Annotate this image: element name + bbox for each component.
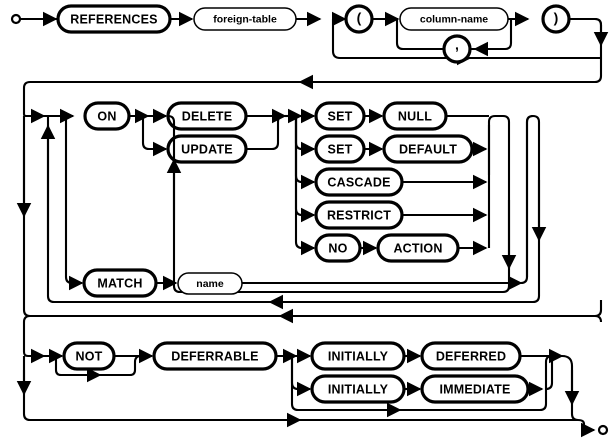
- line-match-collector-wrap: [54, 114, 541, 304]
- node-match-label: MATCH: [97, 276, 142, 290]
- line-row3-full-bypass: [22, 356, 578, 422]
- line-row2-exit-left: [22, 314, 31, 340]
- node-initially2-label: INITIALLY: [328, 382, 389, 396]
- node-comma-label: ,: [455, 37, 459, 53]
- node-action-label: ACTION: [393, 241, 442, 255]
- line-row3-collector-b: [539, 354, 553, 412]
- node-null-label: NULL: [398, 109, 432, 123]
- line-row2-entry: [22, 106, 46, 124]
- line-fork-initially2: [290, 356, 312, 397]
- node-deferred-label: DEFERRED: [436, 349, 506, 363]
- node-deferrable-label: DEFERRABLE: [171, 349, 258, 363]
- node-not-label: NOT: [76, 349, 103, 363]
- node-comma: [442, 34, 472, 64]
- line-initially-bypass: [290, 356, 540, 412]
- node-immediate-label: IMMEDIATE: [439, 382, 510, 396]
- node-default-label: DEFAULT: [399, 142, 457, 156]
- node-name-label: name: [196, 278, 224, 290]
- line-wrap-row1-to-row2: [22, 17, 603, 106]
- node-on-label: ON: [97, 109, 116, 123]
- line-action-collector: [180, 114, 511, 294]
- line-action-return-top: [167, 114, 176, 155]
- line-comma-loop-right: [471, 19, 513, 51]
- line-row3-entry: [22, 340, 46, 364]
- line-fork-to-update: [141, 116, 168, 157]
- node-update-label: UPDATE: [181, 142, 233, 156]
- end-endpoint: [597, 424, 609, 436]
- node-set1-label: SET: [328, 109, 353, 123]
- node-foreign-table-label: foreign-table: [213, 13, 277, 25]
- node-references-label: REFERENCES: [70, 12, 157, 26]
- line-rparen-wrap-down: [569, 17, 609, 47]
- start-endpoint: [10, 13, 22, 25]
- line-actionfork-no: [294, 116, 316, 256]
- node-restrict-label: RESTRICT: [327, 208, 391, 222]
- node-delete-label: DELETE: [182, 109, 233, 123]
- node-column-name-label: column-name: [420, 13, 488, 25]
- line-not-bypass: [54, 354, 142, 377]
- node-rparen-label: ): [554, 10, 559, 26]
- line-row2-exit-stub: [594, 300, 603, 318]
- line-row3-to-end: [577, 418, 596, 438]
- node-lparen-label: (: [357, 10, 362, 26]
- line-paren-bypass-down: [331, 19, 601, 60]
- line-update-merge: [246, 114, 285, 151]
- line-actionfork-set2: [294, 116, 316, 157]
- line-fork-to-match: [64, 116, 84, 291]
- line-row3-collector-a: [545, 354, 562, 391]
- node-no-label: NO: [328, 241, 347, 255]
- node-cascade-label: CASCADE: [327, 175, 390, 189]
- line-row2-loopback: [46, 116, 528, 304]
- line-actionfork-restrict: [294, 116, 316, 223]
- line-row3-collector-down: [561, 354, 579, 422]
- node-initially1-label: INITIALLY: [328, 349, 389, 363]
- node-set2-label: SET: [328, 142, 353, 156]
- line-comma-loop-left: [395, 19, 443, 51]
